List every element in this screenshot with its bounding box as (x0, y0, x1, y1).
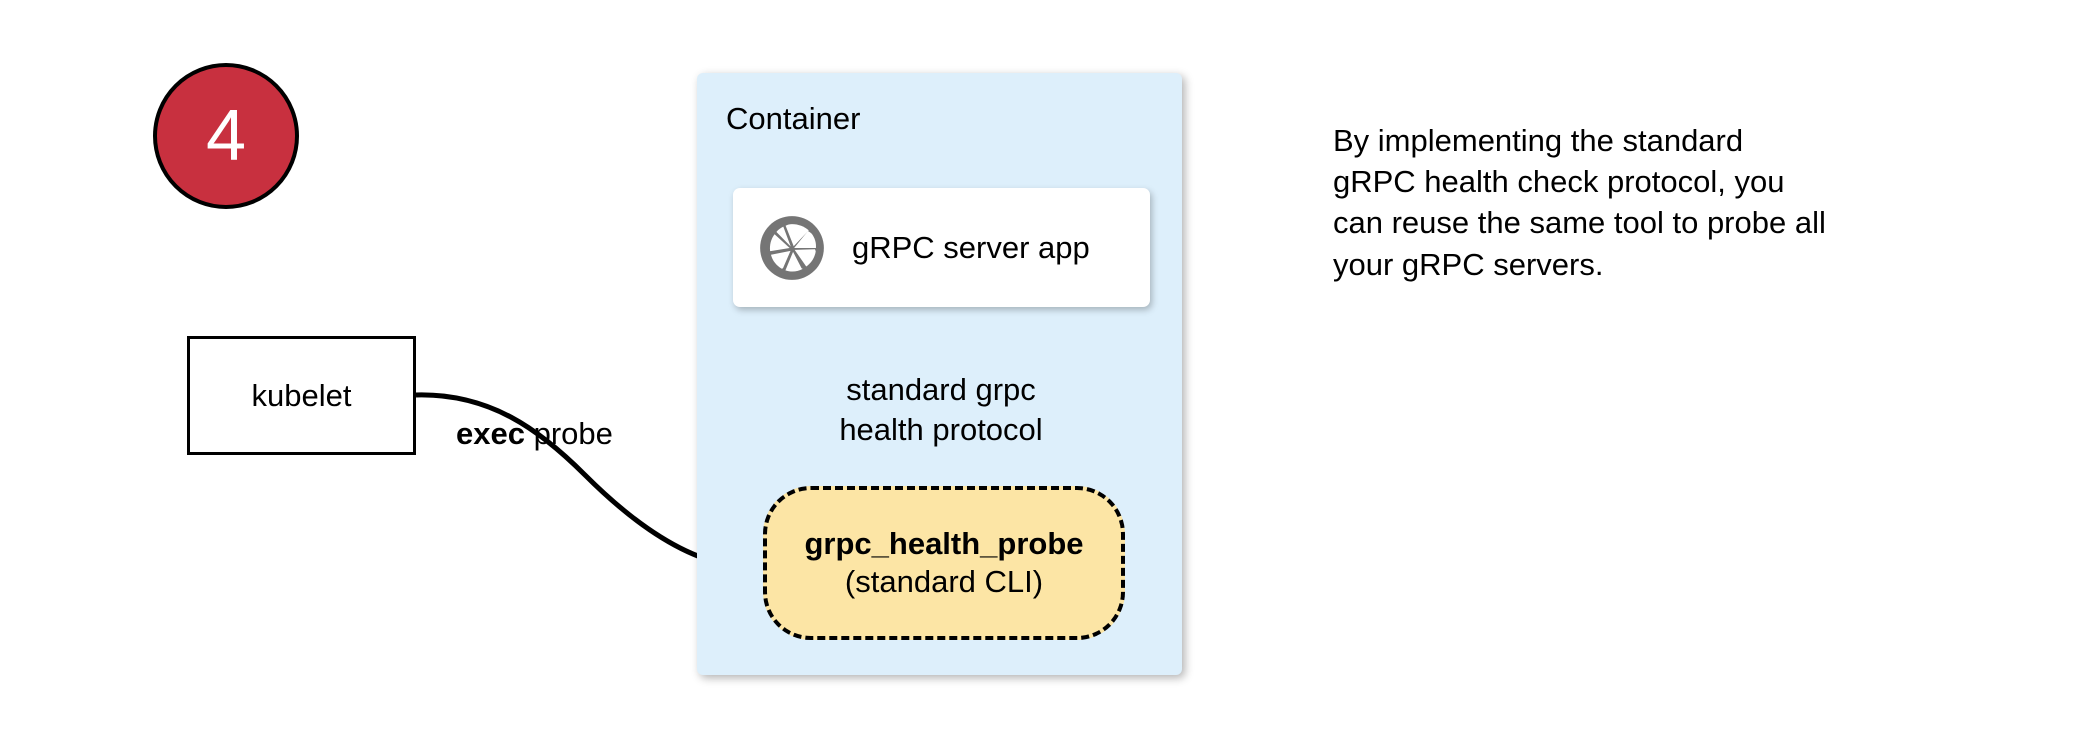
grpc-health-probe-node: grpc_health_probe (standard CLI) (763, 486, 1125, 640)
step-number-badge: 4 (153, 63, 299, 209)
grpc-health-probe-subtitle: (standard CLI) (844, 564, 1044, 599)
aperture-icon (760, 215, 824, 280)
exec-probe-edge-label: exec probe (456, 416, 613, 452)
description-line-2: gRPC health check protocol, you (1333, 164, 1785, 200)
description-text: By implementing the standard gRPC health… (1333, 120, 1913, 285)
description-line-1: By implementing the standard (1333, 123, 1744, 158)
kubelet-box: kubelet (187, 336, 416, 455)
description-line-4: your gRPC servers. (1333, 246, 1604, 282)
kubelet-label: kubelet (251, 377, 352, 413)
protocol-label-line2: health protocol (839, 411, 1043, 447)
protocol-edge-label: standard grpc health protocol (831, 370, 1051, 449)
exec-probe-bold-text: exec (456, 416, 525, 451)
grpc-health-probe-title: grpc_health_probe (804, 526, 1084, 562)
container-label: Container (726, 101, 861, 136)
grpc-server-app-label: gRPC server app (852, 229, 1090, 265)
description-line-3: can reuse the same tool to probe all (1333, 205, 1826, 241)
step-number-text: 4 (205, 96, 247, 176)
grpc-server-app-card: gRPC server app (733, 188, 1150, 307)
exec-probe-plain-text: probe (524, 416, 613, 451)
protocol-label-line1: standard grpc (846, 372, 1036, 407)
